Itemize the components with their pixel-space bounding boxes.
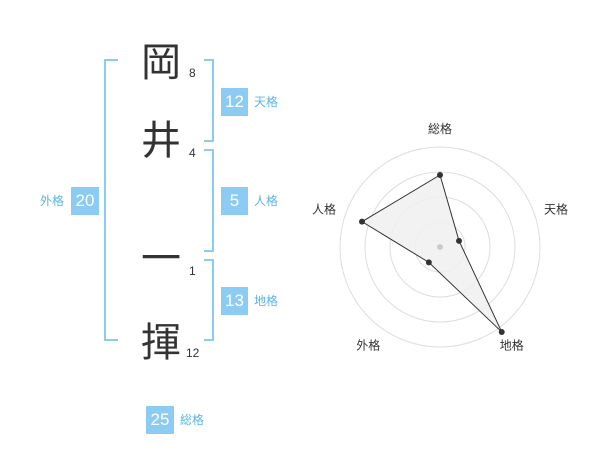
jinkaku-label: 人格 — [254, 194, 279, 208]
radar-points — [359, 172, 505, 335]
stroke-count-1: 8 — [189, 66, 196, 80]
radar-ring-4 — [339, 146, 541, 348]
radar-data-polygon — [361, 174, 503, 333]
name-char-2: 井 — [141, 118, 181, 164]
gaikaku-bracket — [104, 59, 118, 341]
radar-axis-label-5: 人格 — [312, 201, 336, 216]
stroke-count-4: 12 — [186, 346, 200, 360]
gaikaku-label: 外格 — [40, 194, 65, 208]
stroke-count-3: 1 — [189, 264, 196, 278]
tenkaku-bracket — [204, 59, 214, 142]
name-char-4: 揮 — [141, 320, 181, 366]
chikaku-label: 地格 — [254, 294, 279, 308]
radar-axis-label-3: 地格 — [500, 338, 524, 353]
name-char-3: 一 — [141, 236, 181, 282]
radar-axis-label-1: 総格 — [428, 121, 452, 136]
radar-point-1 — [437, 172, 443, 178]
jinkaku-bracket — [204, 149, 214, 252]
soukaku-value-badge: 25 — [146, 406, 174, 434]
radar-point-5 — [359, 218, 366, 225]
radar-center-dot — [437, 244, 443, 250]
radar-point-3 — [498, 328, 505, 335]
tenkaku-label: 天格 — [254, 95, 279, 109]
tenkaku-value-badge: 12 — [221, 88, 248, 116]
jinkaku-value-badge: 5 — [221, 187, 248, 215]
radar-axis-label-2: 天格 — [544, 201, 568, 216]
stroke-count-2: 4 — [189, 146, 196, 160]
radar-axis-label-4: 外格 — [356, 338, 380, 353]
chikaku-bracket — [204, 259, 214, 341]
soukaku-label: 総格 — [180, 413, 205, 427]
gaikaku-value-badge: 20 — [71, 187, 99, 215]
chikaku-value-badge: 13 — [221, 287, 248, 315]
radar-point-2 — [456, 237, 463, 244]
name-char-1: 岡 — [141, 40, 181, 86]
radar-point-4 — [425, 259, 432, 266]
